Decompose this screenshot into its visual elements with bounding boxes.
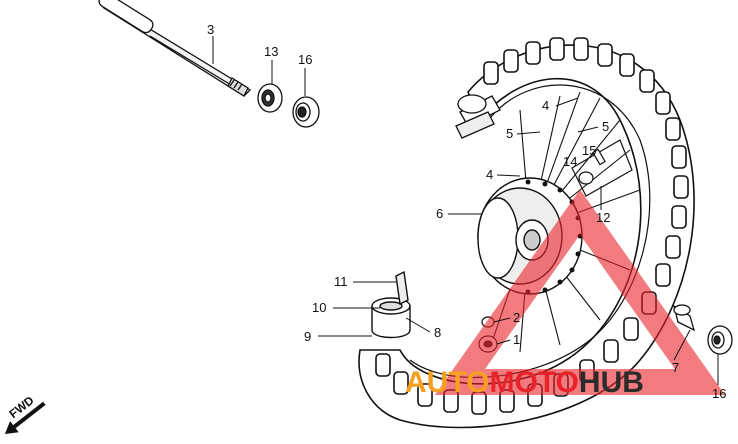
speedometer-gearbox [371, 270, 411, 339]
label-part-4-top: 4 [542, 98, 549, 113]
label-part-1: 1 [513, 332, 520, 347]
fwd-label: FWD [6, 393, 36, 421]
watermark-triangle [434, 189, 726, 395]
arrow-icon [4, 401, 46, 435]
leader-lines [212, 36, 719, 385]
valve-parts [571, 139, 633, 197]
label-part-15: 15 [582, 143, 596, 158]
label-part-6: 6 [436, 206, 443, 221]
svg-text:AUTOMOTOHUB: AUTOMOTOHUB [405, 366, 644, 399]
rim-band [455, 94, 501, 139]
watermark-part2: MOTO [489, 366, 578, 399]
label-part-16-bottom: 16 [712, 386, 726, 401]
callout-labels: 3 13 16 4 5 5 4 15 14 6 12 11 10 9 8 2 1… [207, 22, 726, 401]
label-part-2: 2 [513, 310, 520, 325]
label-part-4-middle: 4 [486, 167, 493, 182]
label-part-14: 14 [563, 154, 577, 169]
label-part-8: 8 [434, 325, 441, 340]
label-part-9: 9 [304, 329, 311, 344]
label-part-12: 12 [596, 210, 610, 225]
label-part-10: 10 [312, 300, 326, 315]
label-part-11: 11 [334, 274, 348, 289]
watermark-logo: AUTOMOTOHUB [405, 366, 644, 399]
forward-arrow: FWD [4, 393, 46, 435]
bearing-bottom-right [707, 325, 733, 355]
label-part-13: 13 [264, 44, 278, 59]
label-part-5-left: 5 [506, 126, 513, 141]
label-part-3: 3 [207, 22, 214, 37]
axle [98, 0, 252, 97]
watermark-part3: HUB [579, 366, 644, 399]
label-part-16-top: 16 [298, 52, 312, 67]
label-part-7: 7 [672, 360, 679, 375]
bearing-left [257, 83, 283, 113]
distance-collar [672, 304, 696, 332]
bearing-top-right [292, 96, 320, 128]
watermark-part1: AUTO [405, 366, 489, 399]
label-part-5-right: 5 [602, 119, 609, 134]
